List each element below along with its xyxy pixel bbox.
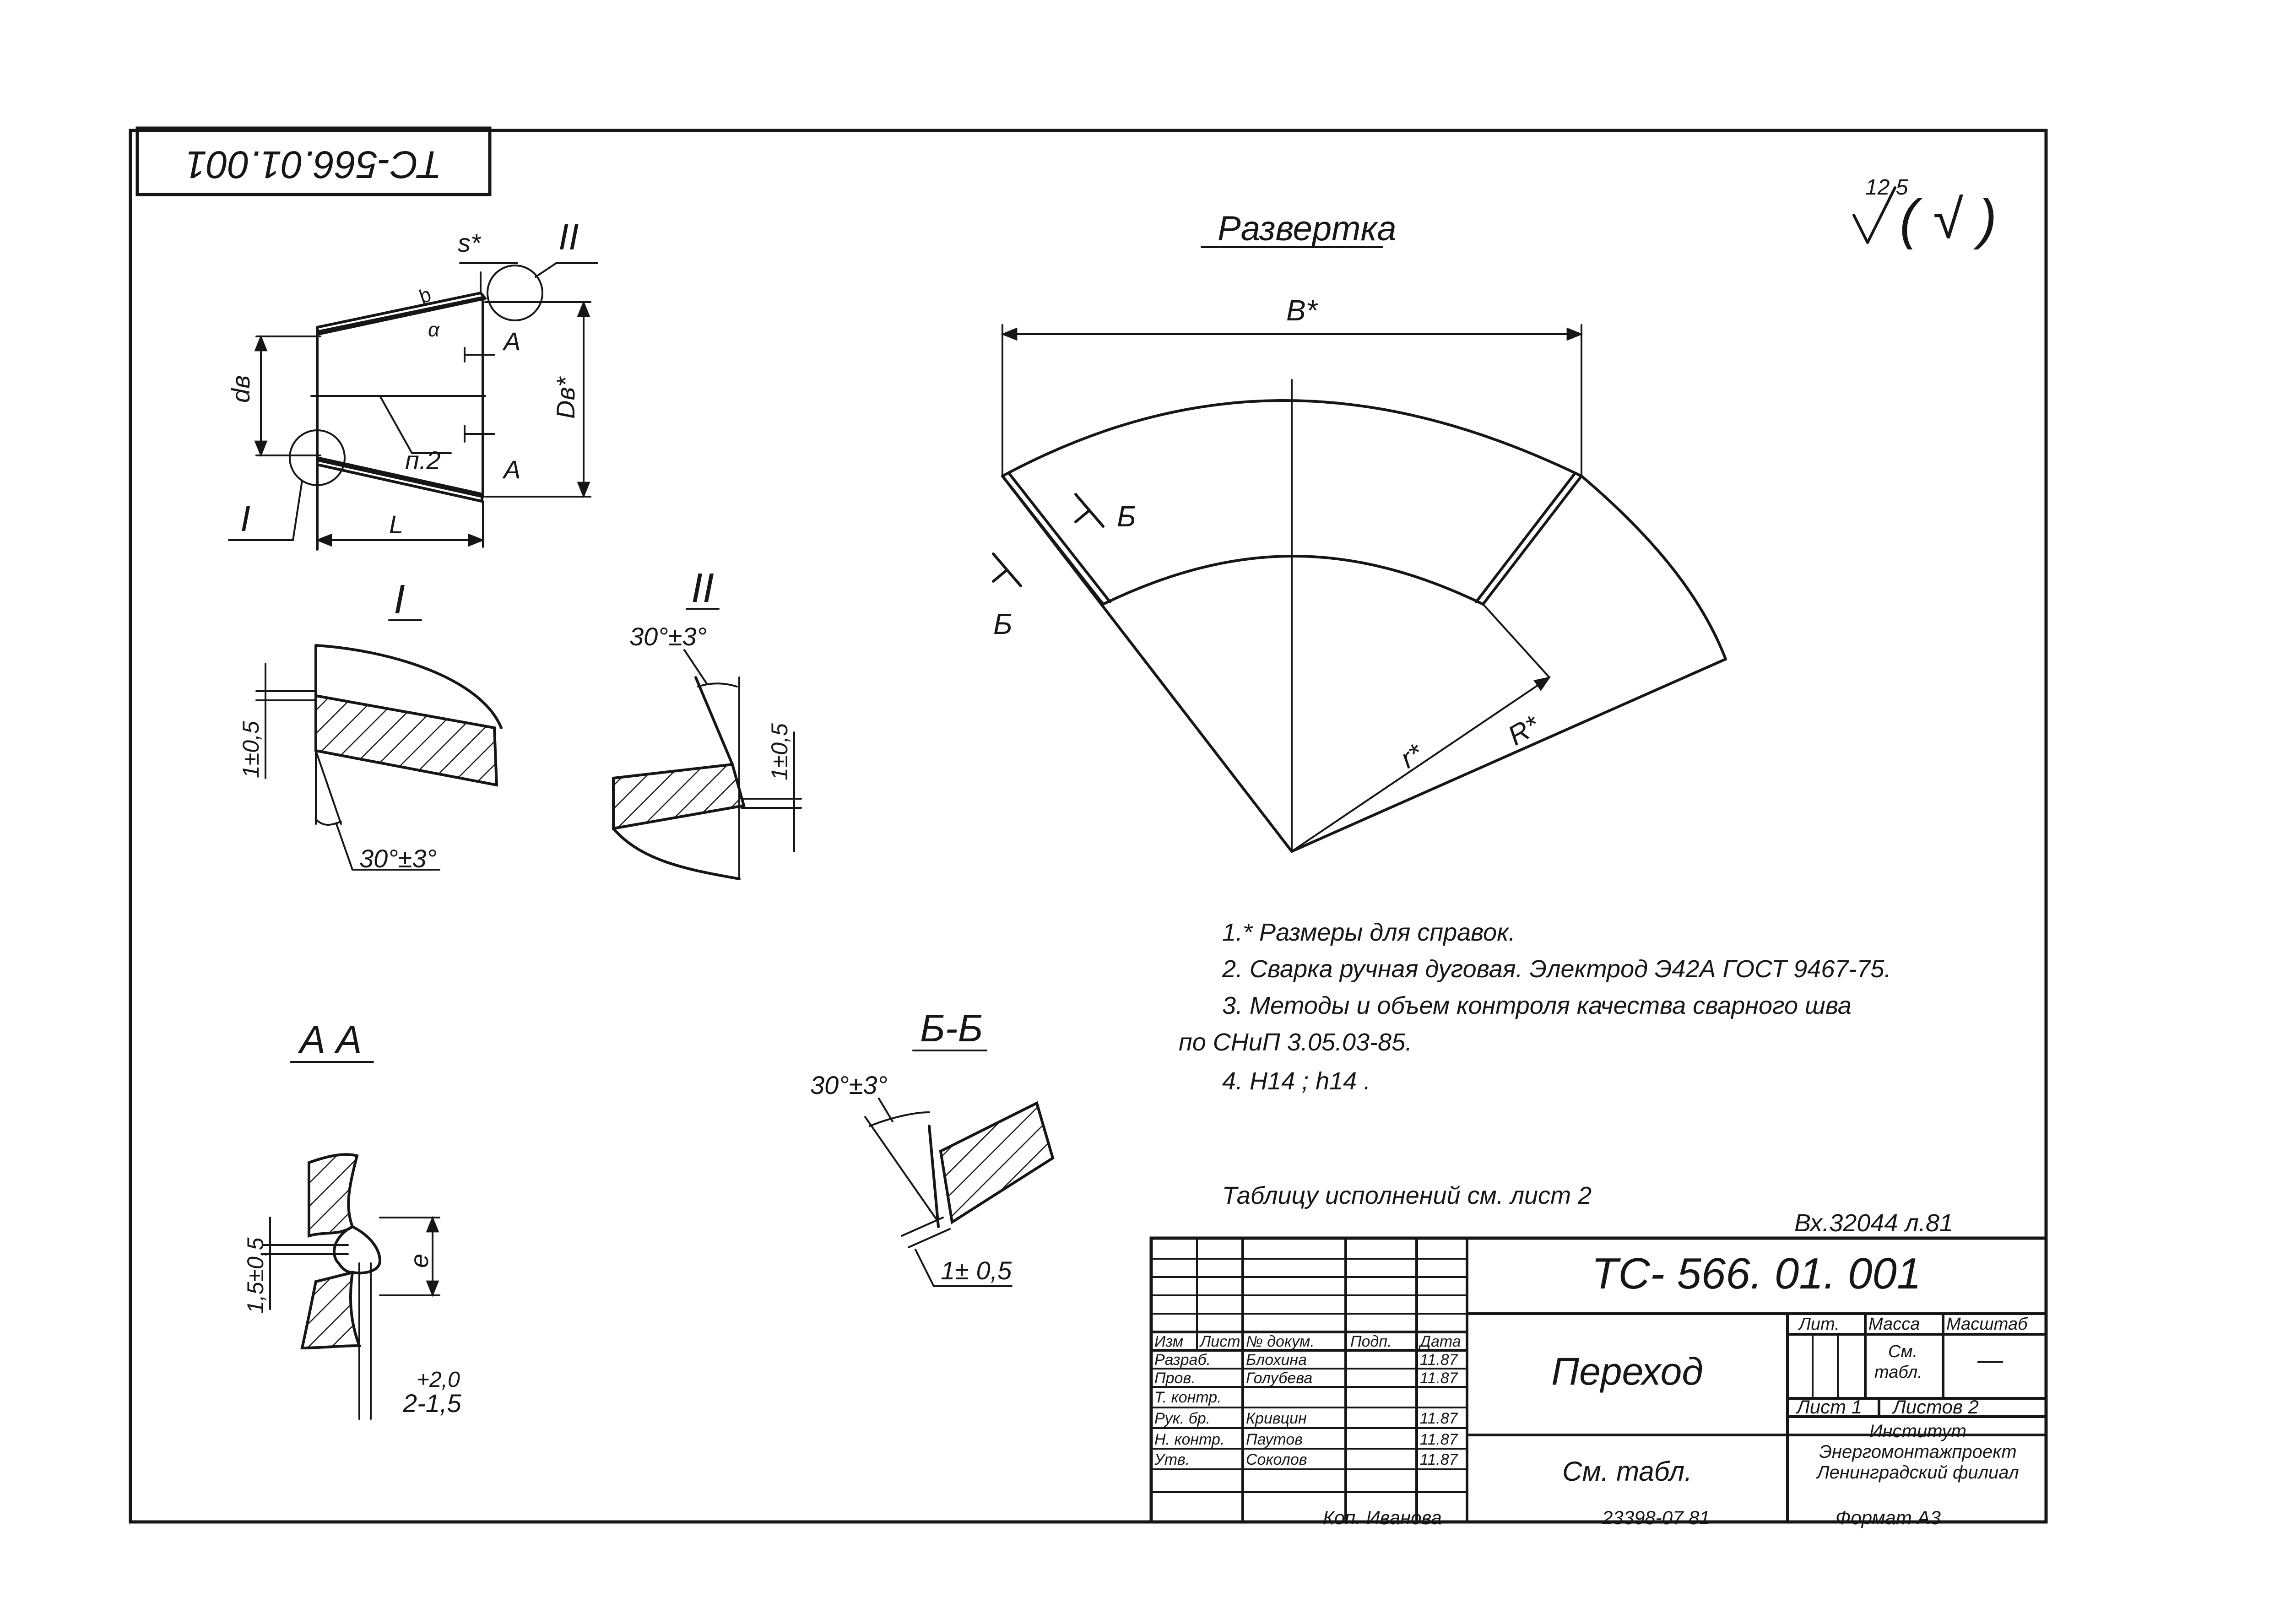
sheet-frame (129, 129, 2048, 1524)
svg-text:Кривцин: Кривцин (1246, 1410, 1307, 1427)
drawing-code: ТС- 566. 01. 001 (1592, 1249, 1921, 1298)
note-2: 2. Сварка ручная дуговая. Электрод Э42А … (1222, 955, 1891, 983)
svg-text:Н. контр.: Н. контр. (1154, 1431, 1224, 1448)
rotated-code: ТС-566.01.001 (185, 143, 442, 186)
svg-text:Утв.: Утв. (1154, 1451, 1190, 1468)
svg-text:dв: dв (226, 375, 255, 403)
svg-text:См.: См. (1888, 1342, 1917, 1361)
svg-text:Б: Б (1117, 500, 1136, 533)
svg-text:Масштаб: Масштаб (1946, 1315, 2028, 1334)
svg-text:е: е (405, 1254, 433, 1268)
svg-text:30°±3°: 30°±3° (629, 622, 707, 651)
detail-i: I 1±0,5 30°±3° (238, 577, 503, 873)
svg-text:В*: В* (1286, 294, 1318, 327)
svg-text:12,5: 12,5 (1865, 175, 1908, 200)
scan-ref: Вх.32044 л.81 (1794, 1209, 1953, 1237)
svg-text:1±0,5: 1±0,5 (238, 721, 264, 778)
svg-text:11.87: 11.87 (1420, 1410, 1458, 1427)
svg-text:А: А (502, 327, 520, 356)
svg-text:II: II (558, 217, 579, 257)
main-view: п.2 dв Dв* L А А II s* b α I (226, 217, 598, 551)
material-ref: См. табл. (1562, 1456, 1692, 1487)
svg-text:Рук. бр.: Рук. бр. (1154, 1410, 1210, 1427)
section-aa: А А 1,5±0,5 е +2,0 2-1,5 (243, 1018, 461, 1420)
svg-text:30°±3°: 30°±3° (359, 844, 437, 873)
revision-grid (1150, 1237, 1468, 1523)
svg-text:I: I (240, 498, 250, 539)
svg-text:Масса: Масса (1868, 1315, 1920, 1334)
footer-copy: Коп. Иванова (1323, 1507, 1442, 1528)
note-3: 3. Методы и объем контроля качества свар… (1222, 992, 1852, 1019)
svg-text:Лит.: Лит. (1798, 1315, 1840, 1334)
note-1: 1.* Размеры для справок. (1222, 919, 1516, 946)
svg-text:1,5±0,5: 1,5±0,5 (243, 1237, 268, 1314)
svg-text:Лист: Лист (1199, 1333, 1240, 1350)
footer-format: Формат А3 (1836, 1507, 1941, 1528)
svg-text:( √ ): ( √ ) (1900, 189, 1997, 250)
svg-text:Блохина: Блохина (1246, 1351, 1307, 1369)
svg-text:п.2: п.2 (405, 446, 441, 475)
svg-text:№ докум.: № докум. (1246, 1333, 1315, 1350)
svg-text:α: α (428, 319, 440, 341)
notes: 1.* Размеры для справок. 2. Сварка ручна… (1179, 919, 1953, 1237)
svg-text:11.87: 11.87 (1420, 1370, 1458, 1387)
svg-text:R*: R* (1503, 709, 1545, 751)
svg-text:Паутов: Паутов (1246, 1431, 1303, 1448)
svg-text:Дата: Дата (1418, 1333, 1461, 1350)
section-bb: Б-Б 30°±3° 1± 0,5 (810, 1007, 1055, 1287)
development-title: Развертка (1218, 209, 1397, 248)
svg-text:11.87: 11.87 (1420, 1351, 1458, 1369)
detail-ii: II 1±0,5 30°±3° (612, 565, 802, 880)
svg-text:Подп.: Подп. (1350, 1333, 1392, 1350)
note-4: 4. H14 ; h14 . (1222, 1067, 1370, 1095)
svg-text:—: — (1977, 1345, 2003, 1374)
svg-text:r*: r* (1395, 737, 1428, 774)
svg-text:2-1,5: 2-1,5 (402, 1389, 461, 1418)
part-name: Переход (1551, 1350, 1703, 1393)
svg-text:Dв*: Dв* (551, 376, 580, 419)
title-block: Изм Лист № докум. Подп. Дата Разраб. Бло… (1149, 1236, 2048, 1524)
svg-text:Пров.: Пров. (1154, 1370, 1196, 1387)
svg-text:Разраб.: Разраб. (1154, 1351, 1211, 1369)
svg-text:Ленинградский филиал: Ленинградский филиал (1815, 1462, 2019, 1483)
svg-text:Лист 1: Лист 1 (1795, 1396, 1862, 1418)
svg-text:II: II (691, 565, 714, 611)
svg-text:Б: Б (993, 607, 1013, 640)
svg-text:30°±3°: 30°±3° (810, 1071, 888, 1099)
svg-text:I: I (394, 577, 405, 623)
svg-text:1±0,5: 1±0,5 (767, 723, 792, 780)
svg-text:Институт: Институт (1869, 1421, 1966, 1441)
svg-text:табл.: табл. (1874, 1363, 1922, 1382)
code-stamp-box (135, 126, 492, 196)
svg-text:Соколов: Соколов (1246, 1451, 1307, 1468)
table-note: Таблицу исполнений см. лист 2 (1222, 1182, 1592, 1209)
svg-text:Голубева: Голубева (1246, 1370, 1312, 1387)
footer-number: 23398-07 81 (1602, 1507, 1710, 1528)
svg-text:+2,0: +2,0 (417, 1368, 460, 1392)
svg-text:L: L (389, 510, 403, 539)
svg-text:11.87: 11.87 (1420, 1431, 1458, 1448)
svg-text:Б-Б: Б-Б (920, 1007, 983, 1050)
svg-text:11.87: 11.87 (1420, 1451, 1458, 1468)
svg-text:b: b (415, 283, 436, 309)
svg-text:А А: А А (298, 1018, 362, 1061)
roughness-symbol: 12,5 ( √ ) (1852, 175, 1997, 250)
svg-text:Листов 2: Листов 2 (1891, 1396, 1979, 1418)
svg-text:s*: s* (458, 228, 482, 257)
note-3-cont: по СНиП 3.05.03-85. (1179, 1029, 1412, 1056)
svg-text:Т. контр.: Т. контр. (1154, 1389, 1222, 1406)
svg-text:Энергомонтажпроект: Энергомонтажпроект (1819, 1442, 2017, 1462)
svg-text:Изм: Изм (1154, 1333, 1183, 1350)
svg-text:А: А (502, 455, 520, 484)
development-view: Развертка В* r* R* Б Б (992, 209, 1727, 853)
svg-text:1± 0,5: 1± 0,5 (941, 1256, 1012, 1285)
